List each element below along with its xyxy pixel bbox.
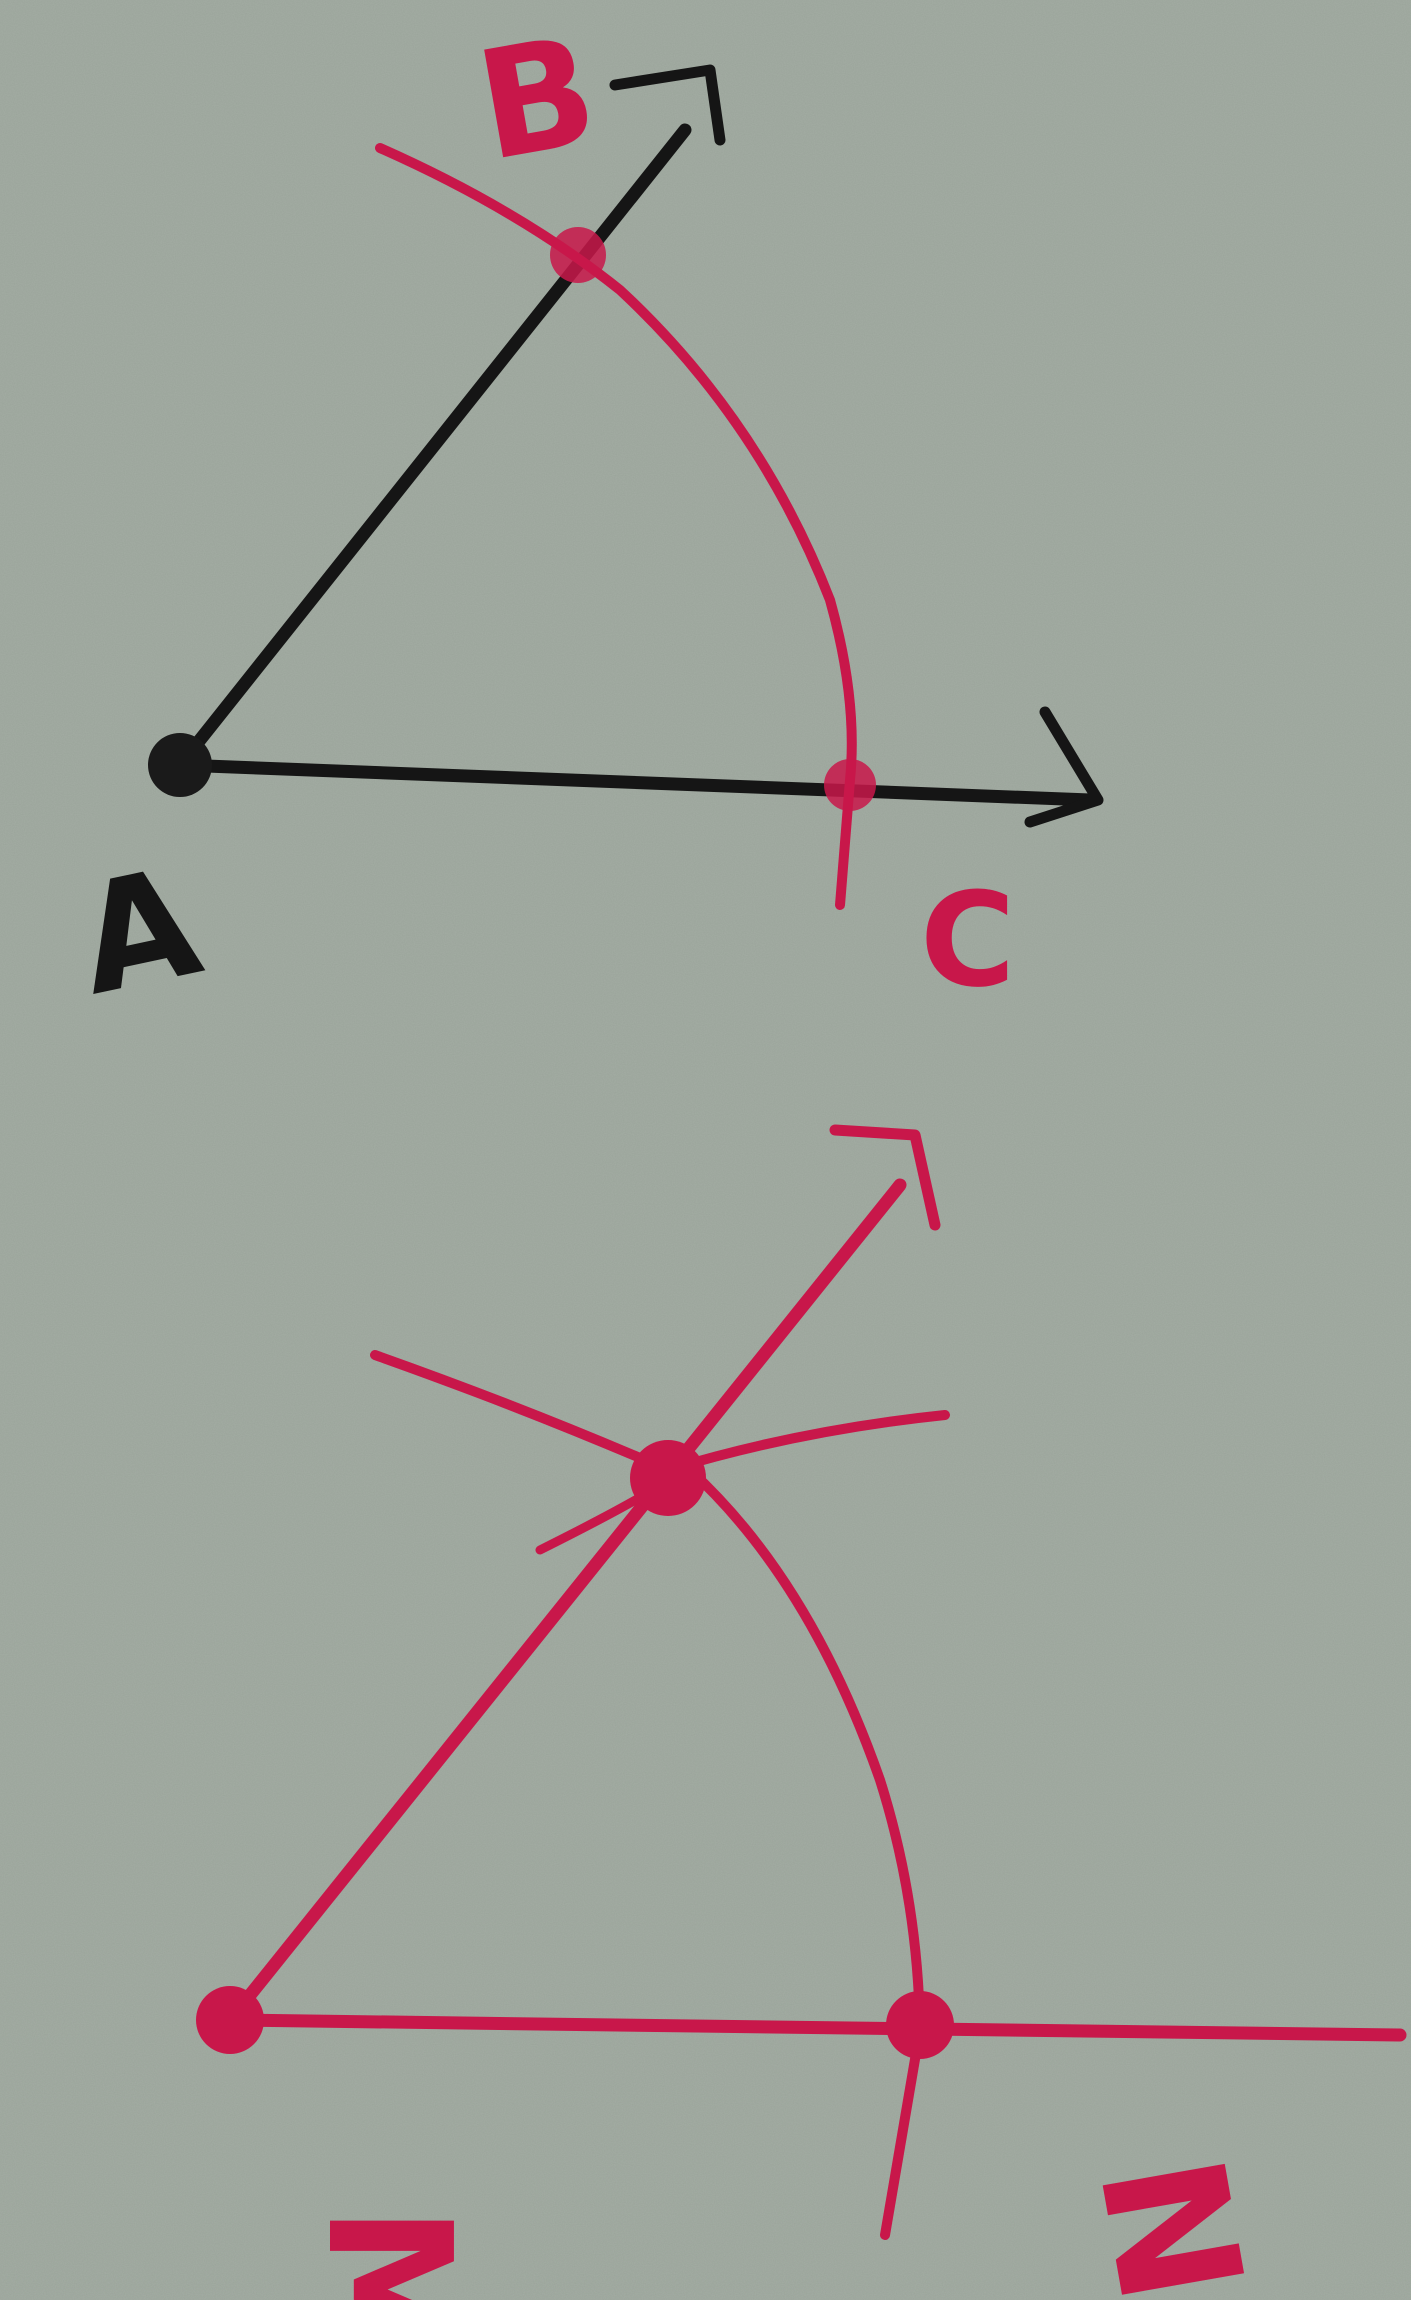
arc-from-n [370, 1350, 673, 1475]
ray-m-constructed [223, 1178, 907, 2027]
copied-angle: M N [196, 1124, 1407, 2300]
vertex-dot-m [196, 1986, 264, 2054]
point-dot-c [824, 759, 876, 811]
point-dot-n [886, 1991, 954, 2059]
ray-ab-arrowhead [609, 64, 726, 146]
ray-ac-arrowhead [1024, 706, 1104, 828]
ray-ab [173, 123, 692, 772]
intersection-dot [630, 1440, 706, 1516]
point-dot-b [550, 227, 606, 283]
vertex-dot-a [148, 733, 212, 797]
ray-mn [223, 2013, 1407, 2042]
given-angle: A B C [64, 4, 1104, 1029]
ray-m-arrowhead [829, 1124, 941, 1231]
label-c: C [920, 864, 1015, 1016]
label-m: M [289, 2205, 487, 2300]
arc-from-m [685, 1465, 926, 2240]
cross-arc [663, 1410, 950, 1475]
arc-from-a [375, 143, 857, 910]
ray-ac [173, 758, 1097, 807]
